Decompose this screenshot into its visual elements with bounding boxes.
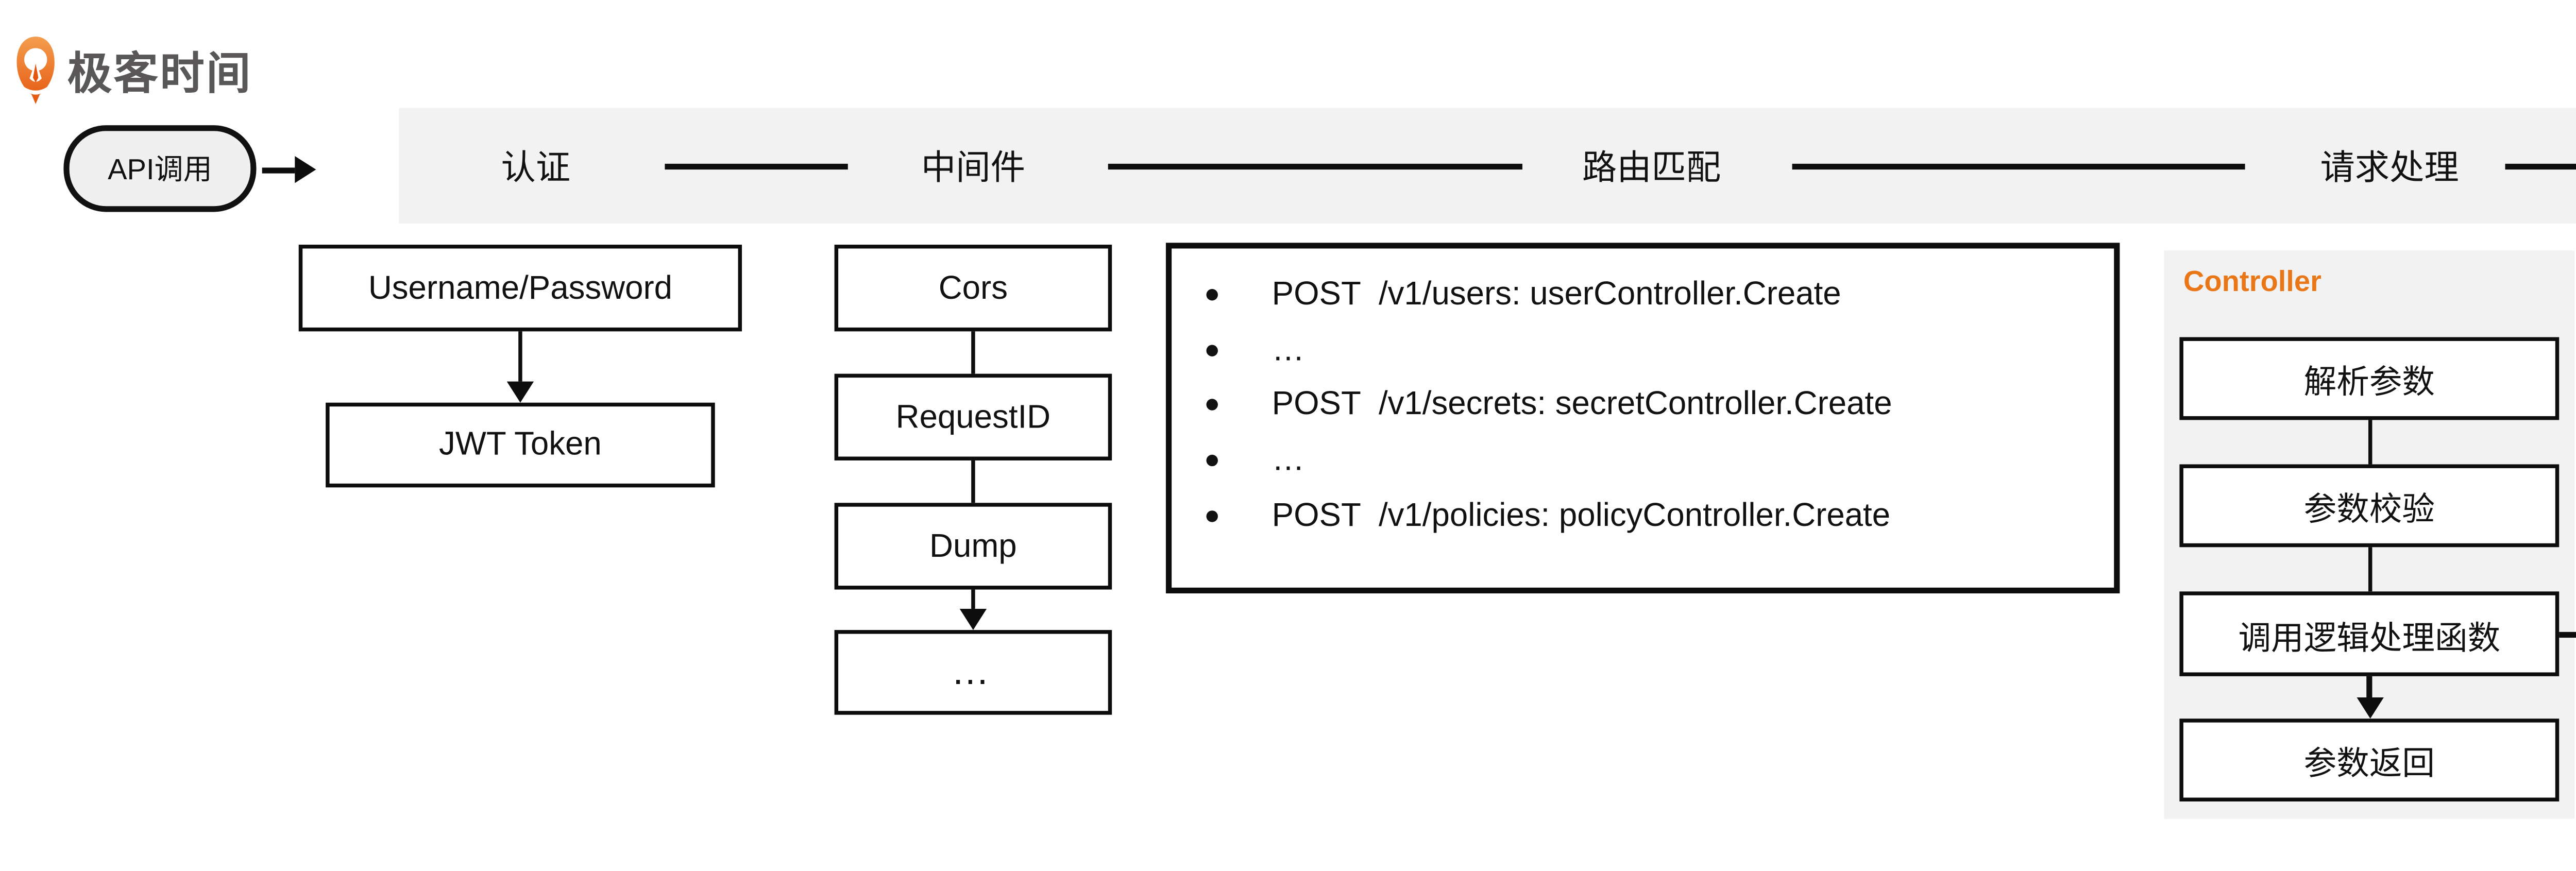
api-call-label: API调用 <box>108 154 212 187</box>
stage-label-routing: 路由匹配 <box>1582 148 1721 187</box>
stage-connector-line <box>1108 163 1522 169</box>
pipeline-banner: 认证 中间件 路由匹配 请求处理 业务处理 <box>399 108 2576 224</box>
middleware-box-more: … <box>834 630 1112 715</box>
arrow-invoke-to-return <box>2356 676 2383 719</box>
api-call-pill: API调用 <box>63 125 257 212</box>
bullet-icon <box>1206 455 1218 467</box>
stage-connector-line <box>1792 163 2245 169</box>
route-table-box: POST /v1/users: userController.Create … … <box>1165 243 2120 594</box>
controller-panel: Controller 解析参数 参数校验 调用逻辑处理函数 参数返回 <box>2164 250 2575 819</box>
connector-cors-requestid <box>971 331 976 374</box>
stage-label-request: 请求处理 <box>2320 148 2459 187</box>
arrow-invoke-to-service <box>2559 620 2576 647</box>
route-item: POST /v1/policies: policyController.Crea… <box>1172 488 2114 543</box>
bullet-icon <box>1206 400 1218 412</box>
arrow-dump-to-more <box>959 589 987 630</box>
route-item: POST /v1/users: userController.Create <box>1172 268 2114 323</box>
geektime-logo-text: 极客时间 <box>67 48 252 98</box>
stage-connector-line <box>665 163 848 169</box>
controller-step-validate-params: 参数校验 <box>2179 464 2560 548</box>
arrow-username-to-jwt <box>506 331 534 403</box>
controller-step-return-params: 参数返回 <box>2179 719 2560 802</box>
connector-validate-invoke <box>2367 547 2372 592</box>
middleware-box-cors: Cors <box>834 245 1112 332</box>
connector-requestid-dump <box>971 460 976 503</box>
geektime-logo: 极客时间 <box>15 31 252 108</box>
auth-box-jwt-token: JWT Token <box>326 402 715 488</box>
middleware-box-dump: Dump <box>834 503 1112 590</box>
middleware-box-requestid: RequestID <box>834 373 1112 460</box>
controller-step-invoke-logic: 调用逻辑处理函数 <box>2179 591 2560 676</box>
geektime-logo-icon <box>16 36 55 104</box>
stage-arrow-request-to-business <box>2505 152 2576 179</box>
route-item: … <box>1172 323 2114 378</box>
arrow-api-to-pipeline <box>262 156 316 183</box>
controller-label: Controller <box>2183 266 2321 299</box>
route-item: … <box>1172 433 2114 488</box>
controller-step-parse-params: 解析参数 <box>2179 337 2560 420</box>
bullet-icon <box>1206 509 1218 522</box>
bullet-icon <box>1206 345 1218 356</box>
auth-box-username-password: Username/Password <box>298 245 742 332</box>
stage-label-middleware: 中间件 <box>921 148 1025 187</box>
bullet-icon <box>1206 289 1218 301</box>
route-item: POST /v1/secrets: secretController.Creat… <box>1172 378 2114 433</box>
connector-parse-validate <box>2367 420 2372 465</box>
stage-label-auth: 认证 <box>501 148 571 187</box>
route-list: POST /v1/users: userController.Create … … <box>1172 249 2114 543</box>
